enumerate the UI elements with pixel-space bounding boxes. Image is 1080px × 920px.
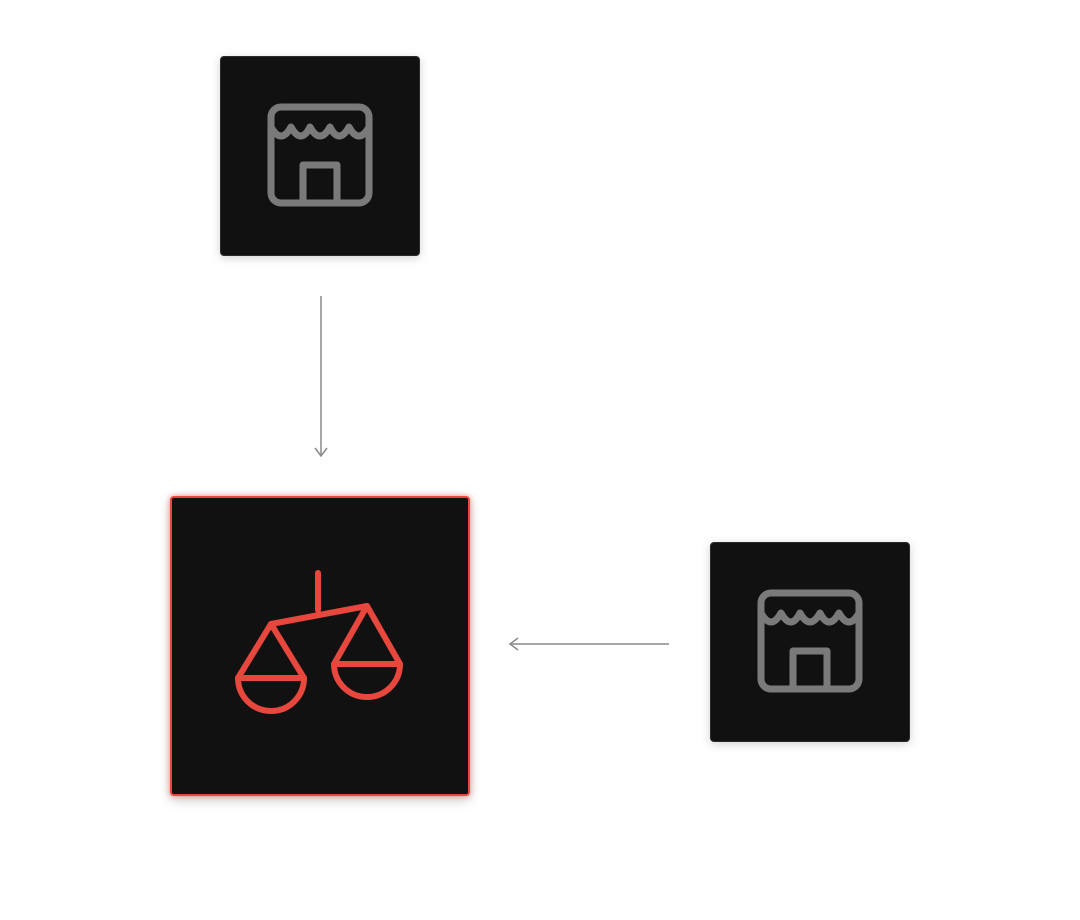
node-source-right[interactable] xyxy=(710,542,910,742)
storefront-icon xyxy=(267,103,373,209)
edge-right-to-target xyxy=(508,637,669,651)
balance-scale-icon xyxy=(235,570,405,722)
storefront-icon xyxy=(757,589,863,695)
node-target[interactable] xyxy=(170,496,470,796)
node-source-top[interactable] xyxy=(220,56,420,256)
edge-top-to-target xyxy=(314,296,328,458)
